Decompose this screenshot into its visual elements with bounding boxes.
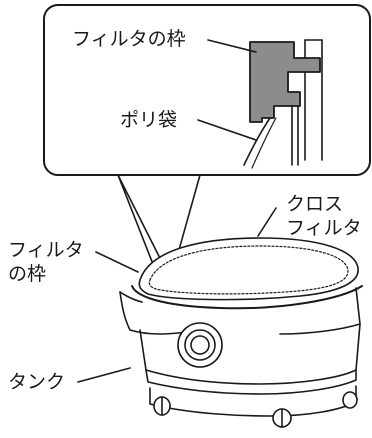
filter-frame-gray [249, 41, 321, 123]
leader-filter-frame [95, 251, 139, 273]
frame-cross-section [243, 39, 323, 169]
bag-right [279, 287, 361, 335]
plastic-bag-curve [243, 117, 271, 166]
bag-left [119, 291, 189, 335]
tank-outline [139, 323, 361, 385]
vacuum-body [119, 237, 363, 428]
cloth-filter-rim [138, 237, 359, 301]
leader-cloth-filter [257, 207, 277, 237]
label-filter-frame-line2: の枠 [8, 263, 47, 285]
leader-plastic-bag [197, 119, 257, 141]
label-tank: タンク [8, 371, 66, 393]
leader-tank [77, 367, 131, 383]
label-cloth-filter-line2: フィルタ [286, 217, 362, 239]
tank-base [149, 385, 357, 417]
label-cloth-filter-line1: クロス [286, 193, 344, 215]
label-plastic-bag: ポリ袋 [120, 109, 178, 131]
leader-filter-frame-detail [207, 39, 257, 53]
wheel-right [342, 391, 358, 409]
cloth-filter-dashed [148, 245, 349, 295]
label-filter-frame-line1: フィルタ [8, 239, 84, 261]
label-filter-frame-detail: フィルタの枠 [72, 28, 186, 50]
inlet-port-inner [184, 329, 216, 361]
filter-frame-ring [131, 285, 363, 310]
